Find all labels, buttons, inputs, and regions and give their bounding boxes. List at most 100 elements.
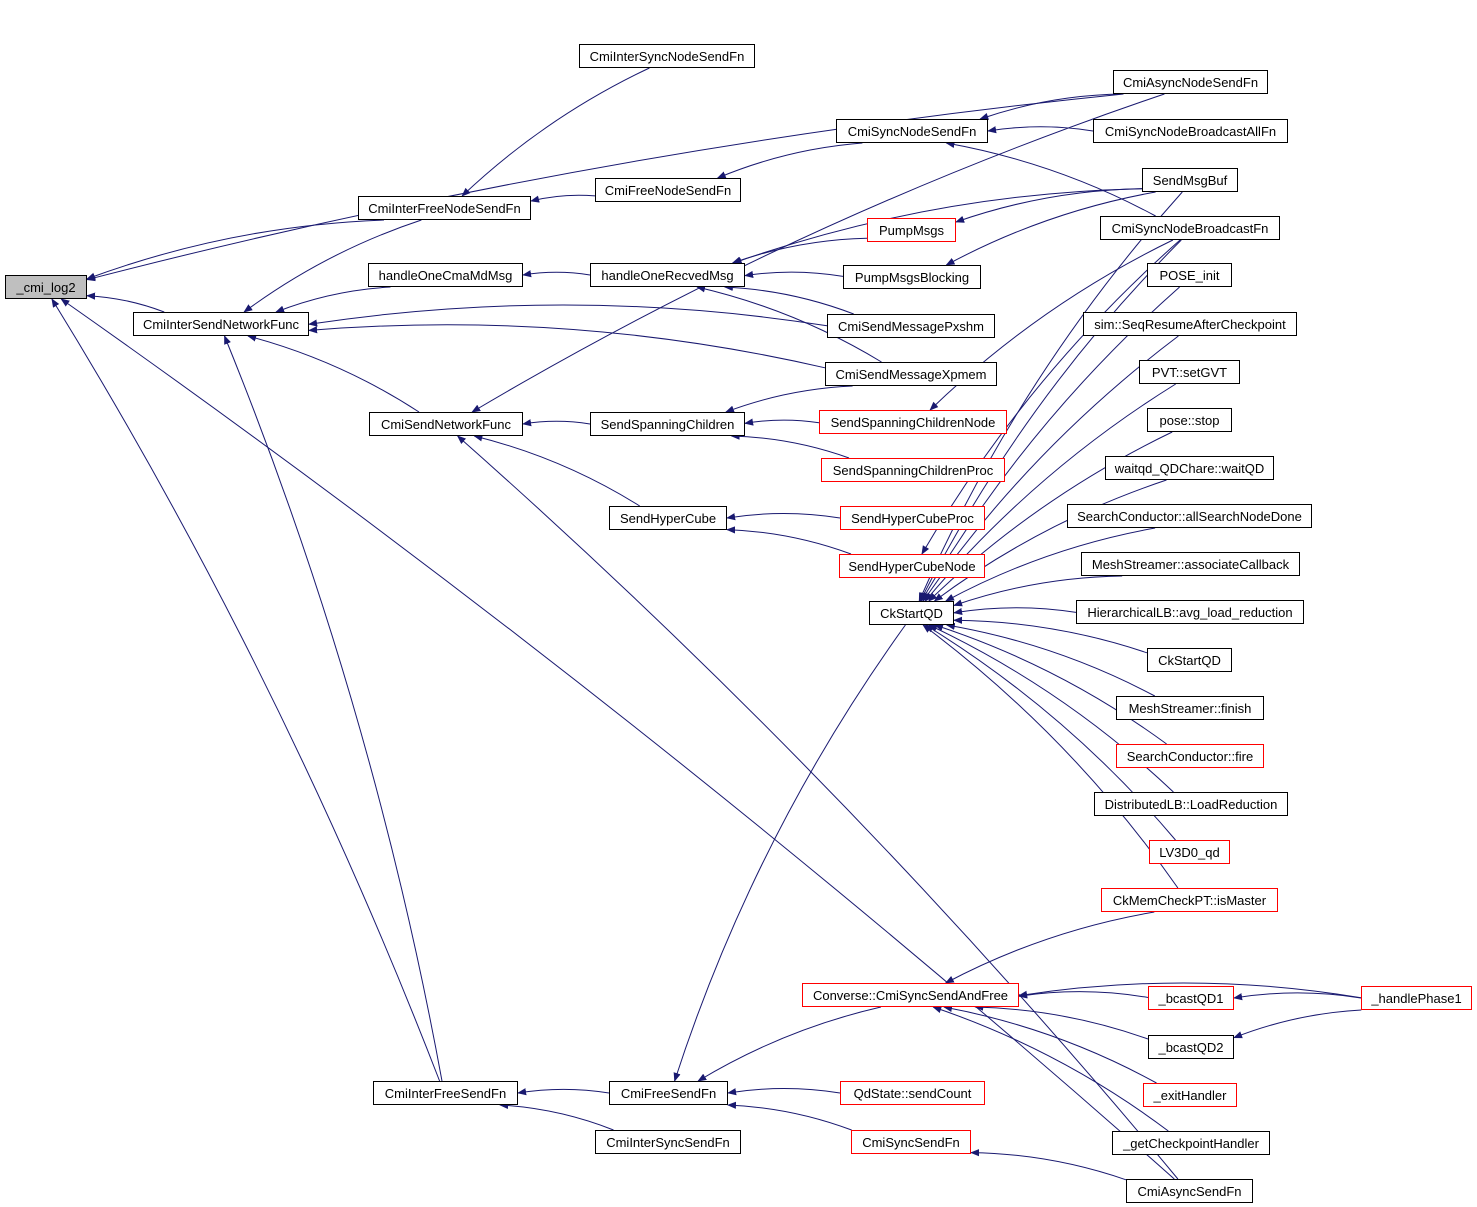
call-edge: [243, 219, 422, 313]
call-edge: [697, 1006, 882, 1082]
call-edge: [673, 624, 906, 1082]
node-cmi-free-send-fn[interactable]: CmiFreeSendFn: [609, 1081, 728, 1105]
node-label: CmiSendMessagePxshm: [838, 318, 984, 334]
node-label: CmiInterFreeSendFn: [384, 1085, 507, 1101]
node-send-hyper-cube[interactable]: SendHyperCube: [609, 506, 727, 530]
node-label: PVT::setGVT: [1151, 364, 1228, 380]
call-edge: [517, 1088, 610, 1096]
node-get-checkpoint-handler[interactable]: _getCheckpointHandler: [1112, 1131, 1270, 1155]
node-label: CmiAsyncNodeSendFn: [1122, 74, 1259, 90]
node-ck-start-qd-caller[interactable]: CkStartQD: [1147, 648, 1232, 672]
node-cmi-send-message-xpmem[interactable]: CmiSendMessageXpmem: [825, 362, 997, 386]
node-cmi-send-message-pxshm[interactable]: CmiSendMessagePxshm: [827, 314, 995, 338]
node-bcast-qd1[interactable]: _bcastQD1: [1148, 986, 1234, 1010]
node-lv3d0-qd[interactable]: LV3D0_qd: [1149, 840, 1230, 864]
call-edge: [945, 622, 1156, 697]
node-send-hyper-cube-proc[interactable]: SendHyperCubeProc: [840, 506, 985, 530]
call-edge: [932, 1006, 1169, 1132]
node-label: sim::SeqResumeAfterCheckpoint: [1094, 316, 1286, 332]
node-label: SearchConductor::allSearchNodeDone: [1077, 508, 1302, 524]
call-edge: [970, 1149, 1127, 1181]
node-label: _bcastQD1: [1158, 990, 1224, 1006]
node-handle-one-cma-md-msg[interactable]: handleOneCmaMdMsg: [368, 263, 523, 287]
node-pump-msgs[interactable]: PumpMsgs: [867, 218, 956, 242]
node-cmi-inter-send-network-func[interactable]: CmiInterSendNetworkFunc: [133, 312, 309, 336]
node-handle-phase1[interactable]: _handlePhase1: [1361, 986, 1472, 1010]
call-edge: [1233, 992, 1362, 1001]
call-edge: [461, 67, 650, 197]
node-cmi-sync-node-broadcast-fn[interactable]: CmiSyncNodeBroadcastFn: [1100, 216, 1280, 240]
node-pump-msgs-blocking[interactable]: PumpMsgsBlocking: [843, 265, 981, 289]
call-edge: [945, 140, 1156, 217]
node-label: CkStartQD: [1158, 652, 1221, 668]
node-label: CmiSendMessageXpmem: [835, 366, 987, 382]
call-edge: [987, 126, 1094, 134]
node-waitqd-qdchare-waitqd[interactable]: waitqd_QDChare::waitQD: [1105, 456, 1274, 480]
node-cmi-async-node-send-fn[interactable]: CmiAsyncNodeSendFn: [1113, 70, 1268, 94]
node-send-msg-buf[interactable]: SendMsgBuf: [1142, 168, 1238, 192]
node-label: _bcastQD2: [1158, 1039, 1224, 1055]
node-label: CkMemCheckPT::isMaster: [1112, 892, 1267, 908]
call-edge: [522, 270, 591, 278]
node-label: CkStartQD: [880, 605, 943, 621]
node-search-conductor-fire[interactable]: SearchConductor::fire: [1116, 744, 1264, 768]
node-ck-start-qd[interactable]: CkStartQD: [869, 601, 954, 625]
node-mesh-streamer-associate-callback[interactable]: MeshStreamer::associateCallback: [1081, 552, 1300, 576]
node-label: SendSpanningChildren: [600, 416, 735, 432]
node-cmi-sync-node-broadcast-all-fn[interactable]: CmiSyncNodeBroadcastAllFn: [1093, 119, 1288, 143]
call-edge: [979, 93, 1123, 120]
node-ck-mem-check-pt-is-master[interactable]: CkMemCheckPT::isMaster: [1101, 888, 1278, 912]
call-edge: [953, 616, 1148, 654]
node-label: LV3D0_qd: [1159, 844, 1220, 860]
node-exit-handler[interactable]: _exitHandler: [1143, 1083, 1237, 1107]
call-edge: [499, 1101, 614, 1131]
call-edge: [275, 286, 391, 313]
node-cmi-sync-node-send-fn[interactable]: CmiSyncNodeSendFn: [836, 119, 988, 143]
node-pose-init[interactable]: POSE_init: [1147, 263, 1232, 287]
call-edge: [727, 1088, 841, 1096]
node-label: SendSpanningChildrenNode: [830, 414, 996, 430]
node-handle-one-recved-msg[interactable]: handleOneRecvedMsg: [590, 263, 745, 287]
node-send-spanning-children[interactable]: SendSpanningChildren: [590, 412, 745, 436]
call-edge: [716, 142, 863, 179]
node-cmi-inter-free-node-send-fn[interactable]: CmiInterFreeNodeSendFn: [358, 196, 531, 220]
node-label: CmiSendNetworkFunc: [380, 416, 512, 432]
call-edge: [945, 191, 1156, 266]
node-mesh-streamer-finish[interactable]: MeshStreamer::finish: [1116, 696, 1264, 720]
node-send-hyper-cube-node[interactable]: SendHyperCubeNode: [839, 554, 985, 578]
call-edge: [955, 188, 1143, 223]
node-send-spanning-children-proc[interactable]: SendSpanningChildrenProc: [821, 458, 1005, 482]
call-edge: [723, 283, 854, 315]
node-cmi-send-network-func[interactable]: CmiSendNetworkFunc: [369, 412, 523, 436]
node-bcast-qd2[interactable]: _bcastQD2: [1148, 1035, 1234, 1059]
node-label: CmiInterSyncSendFn: [606, 1134, 730, 1150]
node-cmi-free-node-send-fn[interactable]: CmiFreeNodeSendFn: [595, 178, 741, 202]
call-edge: [933, 479, 1167, 602]
node-cmi-inter-sync-send-fn[interactable]: CmiInterSyncSendFn: [595, 1130, 741, 1154]
node-label: SendHyperCubeNode: [848, 558, 976, 574]
node-cmi-inter-free-send-fn[interactable]: CmiInterFreeSendFn: [373, 1081, 518, 1105]
node-label: _getCheckpointHandler: [1123, 1135, 1259, 1151]
call-edge: [1018, 991, 1149, 999]
node-qd-state-send-count[interactable]: QdState::sendCount: [840, 1081, 985, 1105]
node-pose-stop[interactable]: pose::stop: [1147, 408, 1232, 432]
node-hierarchical-lb-avg-load-reduction[interactable]: HierarchicalLB::avg_load_reduction: [1076, 600, 1304, 624]
node-send-spanning-children-node[interactable]: SendSpanningChildrenNode: [819, 410, 1007, 434]
node-label: CmiSyncNodeSendFn: [847, 123, 977, 139]
node-pvt-set-gvt[interactable]: PVT::setGVT: [1139, 360, 1240, 384]
call-edge: [943, 1004, 1157, 1084]
node-converse-cmi-sync-send-and-free[interactable]: Converse::CmiSyncSendAndFree: [802, 983, 1019, 1007]
node-label: CmiInterSyncNodeSendFn: [589, 48, 745, 64]
node-label: MeshStreamer::associateCallback: [1091, 556, 1290, 572]
node-cmi-sync-send-fn[interactable]: CmiSyncSendFn: [851, 1130, 971, 1154]
node-label: SendSpanningChildrenProc: [832, 462, 994, 478]
node-label: CmiSyncSendFn: [862, 1134, 960, 1150]
node-distributed-lb-load-reduction[interactable]: DistributedLB::LoadReduction: [1094, 792, 1288, 816]
node-search-conductor-all-search-node-done[interactable]: SearchConductor::allSearchNodeDone: [1067, 504, 1312, 528]
call-edge: [744, 418, 820, 426]
node-sim-seq-resume-after-checkpoint[interactable]: sim::SeqResumeAfterCheckpoint: [1083, 312, 1297, 336]
node-cmi-async-send-fn[interactable]: CmiAsyncSendFn: [1126, 1179, 1253, 1203]
node-cmi-inter-sync-node-send-fn[interactable]: CmiInterSyncNodeSendFn: [579, 44, 755, 68]
node-label: POSE_init: [1159, 267, 1220, 283]
